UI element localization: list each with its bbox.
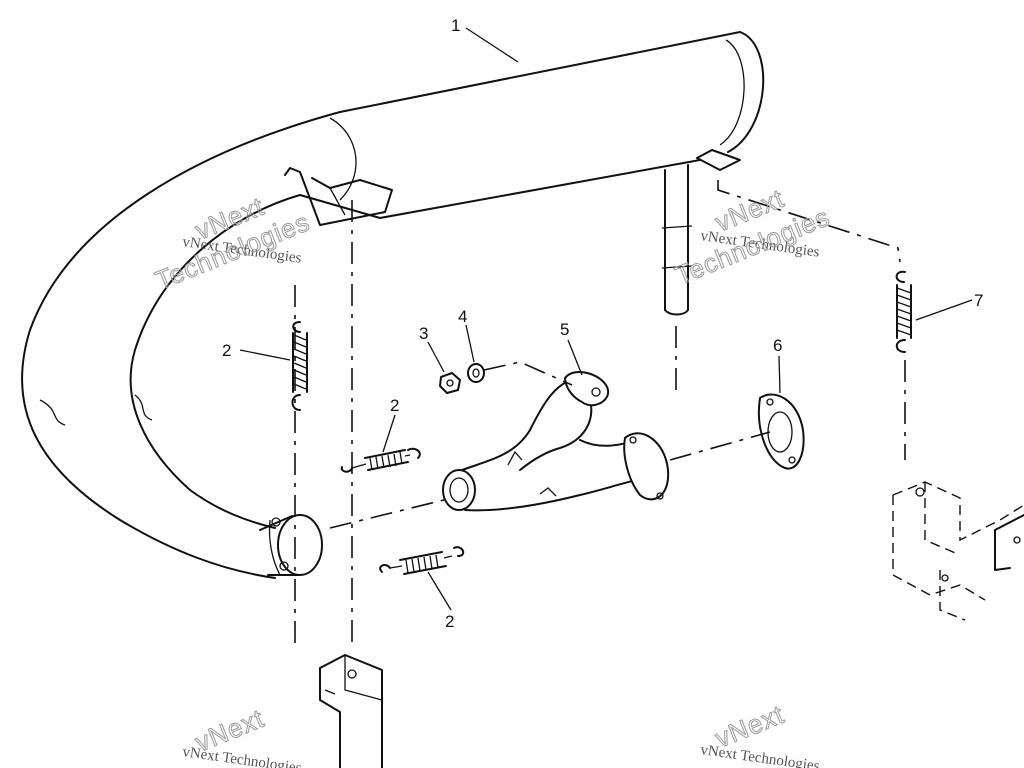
alignment-lines <box>294 180 906 650</box>
frame-bracket-right <box>892 481 1024 621</box>
y-pipe-part <box>442 371 670 512</box>
callout-2-left: 2 <box>222 341 231 360</box>
nut-part <box>439 372 461 394</box>
spring-middle-diagonal <box>340 447 421 473</box>
watermark-top-right: vNext Technologies vNext Technologies <box>671 182 835 291</box>
callout-4: 4 <box>458 307 467 326</box>
spring-right-vertical <box>895 270 912 353</box>
callout-labels: 1 2 2 2 3 4 5 6 7 <box>222 16 983 631</box>
muffler-assembly <box>21 31 765 579</box>
callout-7: 7 <box>974 291 983 310</box>
watermark-small-text: vNext Technologies <box>699 742 820 768</box>
gasket-part <box>758 393 805 470</box>
watermark-bottom-left: vNext Technologies vNext <box>181 702 302 768</box>
callout-2-middle: 2 <box>390 396 399 415</box>
callout-2-bottom: 2 <box>445 612 454 631</box>
spring-bottom-diagonal <box>379 546 465 575</box>
watermark-large-word: vNext <box>191 703 269 758</box>
callout-3: 3 <box>419 324 428 343</box>
frame-bracket-bottom <box>319 654 383 768</box>
callout-1: 1 <box>451 16 460 35</box>
washer-part <box>467 363 485 383</box>
watermark-large-word: vNext <box>711 699 789 754</box>
watermark-top-left: vNext Technologies vNext Technologies <box>151 190 315 296</box>
callout-5: 5 <box>560 320 569 339</box>
leader-lines <box>239 27 973 611</box>
callout-6: 6 <box>773 336 782 355</box>
spring-left-vertical <box>291 321 308 411</box>
watermark-bottom-right: vNext Technologies vNext <box>699 698 820 768</box>
